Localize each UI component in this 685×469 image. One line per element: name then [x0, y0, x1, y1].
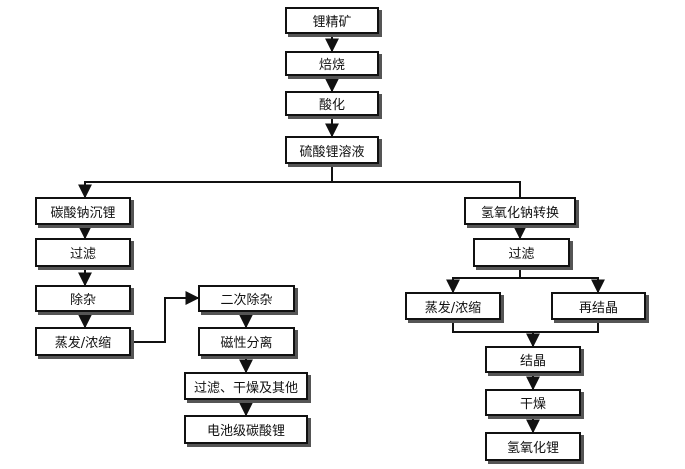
node-crystallization: 结晶	[485, 346, 581, 373]
node-magnetic-separation: 磁性分离	[198, 327, 295, 356]
node-filter-dry-other: 过滤、干燥及其他	[184, 372, 308, 400]
node-filtration-left: 过滤	[35, 238, 131, 267]
merge-from-recrystallization	[533, 320, 599, 333]
node-secondary-impurity-removal: 二次除杂	[198, 285, 295, 312]
node-naoh-conversion: 氢氧化钠转换	[464, 197, 576, 225]
split-line-evaporation	[446, 267, 521, 294]
merge-from-evaporation	[452, 320, 533, 333]
split-line-recrystallization	[520, 277, 605, 294]
arrow-evaporation-to-secondary	[131, 291, 200, 343]
node-filtration-right: 过滤	[473, 238, 570, 267]
node-drying: 干燥	[485, 389, 581, 416]
node-acidification: 酸化	[285, 91, 379, 116]
node-lithium-hydroxide: 氢氧化锂	[485, 432, 581, 461]
node-battery-grade-li2co3: 电池级碳酸锂	[184, 415, 308, 444]
node-recrystallization: 再结晶	[551, 292, 646, 320]
node-evaporation-left: 蒸发/浓缩	[35, 327, 131, 356]
node-lithium-sulfate-solution: 硫酸锂溶液	[285, 136, 379, 164]
node-evaporation-right: 蒸发/浓缩	[405, 292, 501, 320]
node-sodium-carbonate-precipitation: 碳酸钠沉锂	[35, 197, 131, 225]
node-roasting: 焙烧	[285, 51, 379, 76]
split-line	[78, 164, 333, 199]
node-impurity-removal: 除杂	[35, 285, 131, 312]
node-spodumene-concentrate: 锂精矿	[285, 7, 379, 34]
split-line-right	[332, 181, 521, 197]
